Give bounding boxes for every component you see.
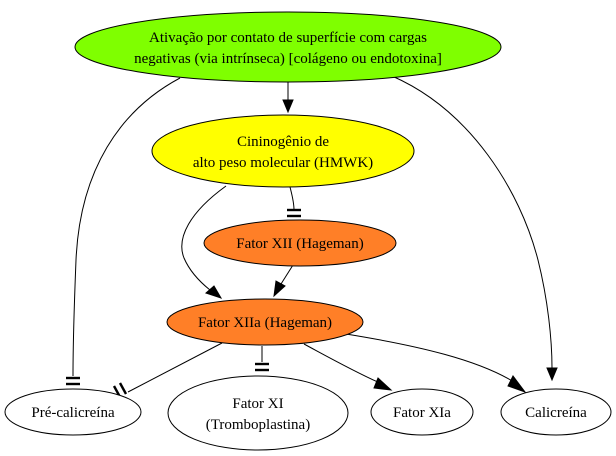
node-activation-line1: Ativação por contato de superfície com c… <box>149 30 427 46</box>
node-fator-xi-shape <box>167 375 349 451</box>
edge-fator-xiia-to-fator-xia <box>303 343 393 391</box>
node-fator-xia-label: Fator XIa <box>393 405 451 421</box>
tee-marker <box>118 382 128 395</box>
edge-hmwk-to-fator-xii <box>287 186 301 218</box>
edge-activation-to-hmwk <box>282 82 294 114</box>
node-activation-line2: negativas (via intrínseca) [colágeno ou … <box>134 51 442 67</box>
edge-activation-to-pre-calicreina <box>66 77 181 386</box>
node-hmwk: Cininogênio de alto peso molecular (HMWK… <box>151 114 415 188</box>
node-fator-xii: Fator XII (Hageman) <box>203 219 397 267</box>
node-fator-xiia-shape <box>166 298 364 346</box>
node-calicreina-label: Calicreína <box>525 405 587 421</box>
node-pre-calicreina-shape <box>4 388 142 436</box>
node-calicreina-shape <box>500 388 612 436</box>
node-fator-xii-label: Fator XII (Hageman) <box>236 236 363 252</box>
arrowhead <box>373 377 393 391</box>
edge-activation-to-calicreina <box>391 75 558 382</box>
node-pre-calicreina-label: Pré-calicreína <box>31 405 115 421</box>
arrowhead <box>273 280 286 298</box>
node-fator-xii-shape <box>203 219 397 267</box>
node-fator-xi: Fator XI (Tromboplastina) <box>167 375 349 451</box>
node-hmwk-shape <box>151 114 415 188</box>
node-hmwk-line2: alto peso molecular (HMWK) <box>193 155 373 171</box>
node-activation: Ativação por contato de superfície com c… <box>74 11 502 83</box>
edge-fator-xiia-to-calicreina <box>345 333 527 394</box>
node-fator-xia: Fator XIa <box>370 388 474 436</box>
arrowhead <box>282 99 294 114</box>
edge-fator-xiia-to-fator-xi <box>255 346 269 372</box>
arrowhead <box>205 285 223 299</box>
edge-hmwk-to-fator-xiia <box>181 185 227 299</box>
node-fator-xiia-label: Fator XIIa (Hageman) <box>198 315 332 331</box>
node-fator-xi-line2: (Tromboplastina) <box>206 417 310 433</box>
node-fator-xiia: Fator XIIa (Hageman) <box>166 298 364 346</box>
arrowhead <box>546 367 558 382</box>
node-calicreina: Calicreína <box>500 388 612 436</box>
node-fator-xi-line1: Fator XI <box>232 396 283 412</box>
node-pre-calicreina: Pré-calicreína <box>4 388 142 436</box>
edge-fator-xii-to-fator-xiia <box>273 264 294 298</box>
node-activation-shape <box>74 11 502 83</box>
node-hmwk-line1: Cininogênio de <box>237 134 329 150</box>
arrowhead <box>507 375 527 394</box>
node-fator-xia-shape <box>370 388 474 436</box>
